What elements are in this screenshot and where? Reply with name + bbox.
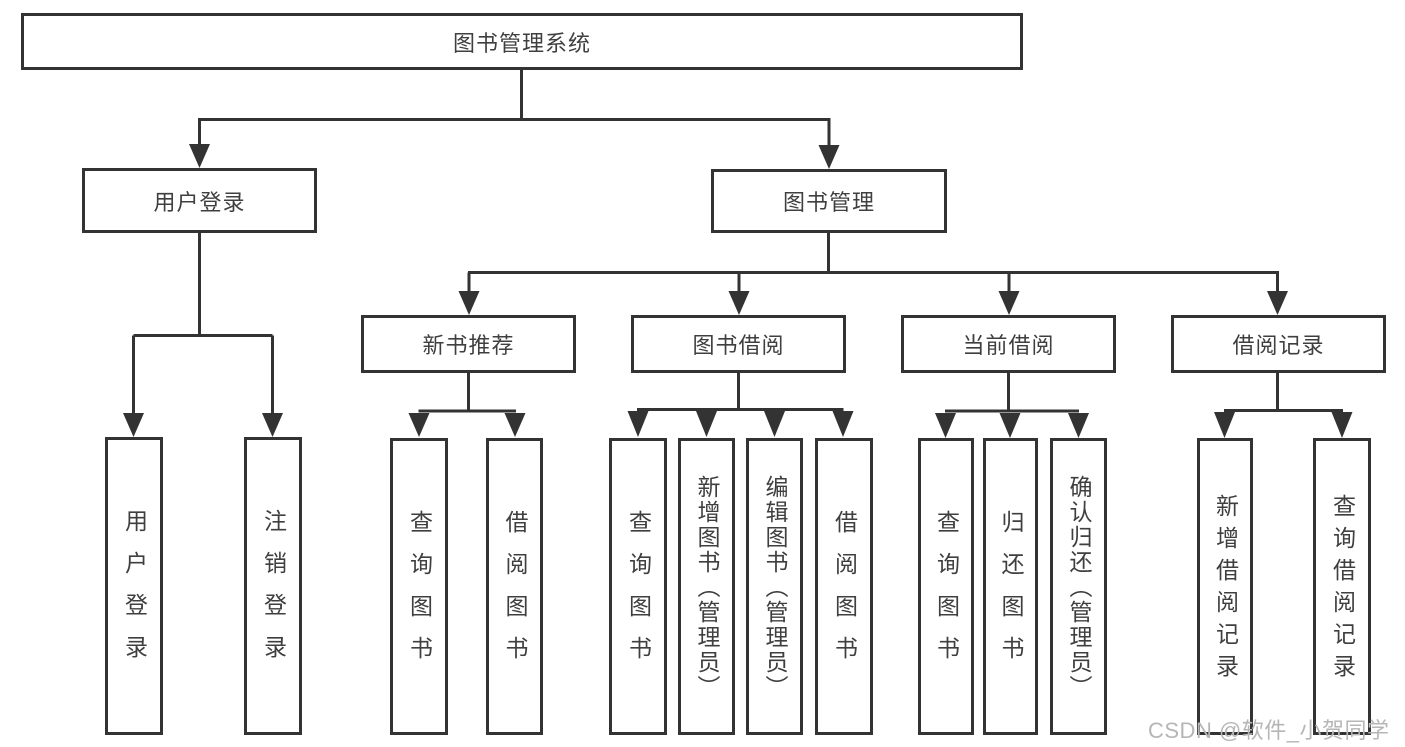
node-new-book-recommend: 新书推荐 (361, 315, 576, 373)
connector-user-login-children (123, 233, 283, 437)
node-label: 当前借阅 (962, 333, 1055, 358)
node-label: 查询图书 (406, 509, 433, 678)
node-root-system: 图书管理系统 (21, 13, 1023, 70)
node-label: 借阅图书 (831, 509, 858, 678)
leaf-logout: 注销登录 (244, 437, 302, 735)
node-borrowing-records: 借阅记录 (1171, 315, 1386, 373)
node-label: 图书管理 (782, 190, 875, 215)
leaf-user-login: 用户登录 (105, 437, 163, 735)
node-label: 借阅记录 (1232, 333, 1325, 358)
node-current-borrowing: 当前借阅 (901, 315, 1116, 373)
csdn-watermark: CSDN @软件_小贺同学 (1148, 718, 1390, 743)
connector-borrowing-records-children (1214, 373, 1353, 438)
connector-root-to-level2 (189, 69, 840, 169)
node-user-login: 用户登录 (82, 168, 317, 233)
node-label: 新增借阅记录 (1212, 493, 1239, 686)
leaf-add-books-admin: 新增图书（管理员） (678, 438, 735, 735)
node-label: 新书推荐 (422, 333, 515, 358)
node-label: 用户登录 (121, 509, 148, 677)
leaf-add-borrow-record: 新增借阅记录 (1197, 438, 1253, 735)
leaf-query-books: 查询图书 (609, 438, 667, 735)
node-label: 确认归还（管理员） (1066, 475, 1092, 700)
connector-new-book-recommend-children (408, 373, 526, 437)
leaf-edit-books-admin: 编辑图书（管理员） (746, 438, 803, 735)
node-label: 新增图书（管理员） (694, 475, 720, 700)
node-label: 注销登录 (260, 509, 287, 677)
node-label: 编辑图书（管理员） (762, 475, 788, 700)
node-label: 用户登录 (153, 189, 246, 215)
node-label: 查询借阅记录 (1329, 493, 1356, 686)
connector-current-borrowing-children (935, 373, 1089, 438)
node-label: 查询图书 (933, 509, 960, 678)
connector-book-management-children (458, 233, 1288, 315)
leaf-query-borrow-record: 查询借阅记录 (1313, 438, 1371, 735)
node-book-management: 图书管理 (711, 169, 947, 233)
leaf-query-books: 查询图书 (390, 438, 448, 735)
leaf-borrow-books: 借阅图书 (486, 438, 543, 735)
node-label: 借阅图书 (502, 509, 528, 678)
connector-book-borrowing-children (627, 373, 854, 437)
node-label: 查询图书 (625, 509, 652, 678)
leaf-borrow-books: 借阅图书 (815, 438, 873, 735)
node-book-borrowing: 图书借阅 (631, 315, 846, 373)
leaf-query-books: 查询图书 (918, 438, 974, 735)
leaf-return-books: 归还图书 (983, 438, 1038, 735)
node-label: 图书管理系统 (452, 30, 591, 56)
node-label: 归还图书 (998, 509, 1024, 678)
node-label: 图书借阅 (692, 333, 785, 358)
leaf-confirm-return-admin: 确认归还（管理员） (1050, 438, 1107, 735)
